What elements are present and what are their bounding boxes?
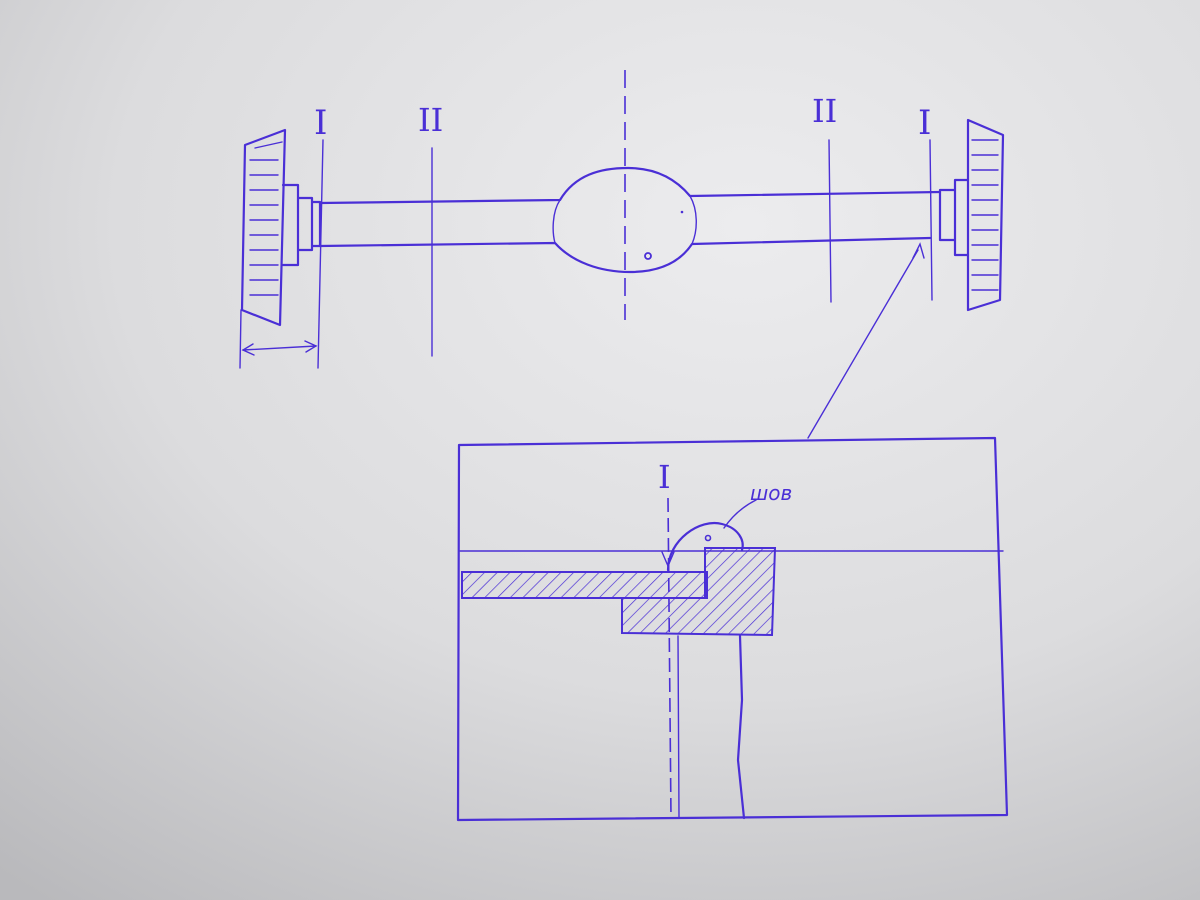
label-section-II-left: II xyxy=(418,101,443,139)
label-section-I-left: I xyxy=(314,103,327,143)
shaft-below xyxy=(736,634,746,820)
weld-label: шов xyxy=(750,481,792,505)
axle-drawing: I II II I xyxy=(239,70,1005,439)
detail-frame xyxy=(456,436,1009,822)
tube-wall-section xyxy=(461,571,708,599)
bolt-mark xyxy=(644,252,652,260)
section-line-II-right xyxy=(828,139,832,303)
left-wheel xyxy=(240,128,287,327)
weld-detail: шов I xyxy=(456,436,1009,822)
detail-section-line xyxy=(667,497,672,819)
left-hub xyxy=(281,183,322,267)
hub-flange-section xyxy=(621,547,777,637)
label-section-II-right: II xyxy=(812,92,837,130)
right-wheel xyxy=(966,118,1005,312)
detail-marker-I: I xyxy=(658,458,671,496)
axle-tube xyxy=(318,166,942,274)
weld-bead xyxy=(666,521,744,572)
dimension-line xyxy=(239,309,318,369)
section-line-I-right xyxy=(929,139,933,301)
section-line-I-left xyxy=(317,139,324,369)
right-hub xyxy=(938,178,970,257)
label-section-I-right: I xyxy=(918,103,931,143)
detail-leader-line xyxy=(807,249,919,439)
